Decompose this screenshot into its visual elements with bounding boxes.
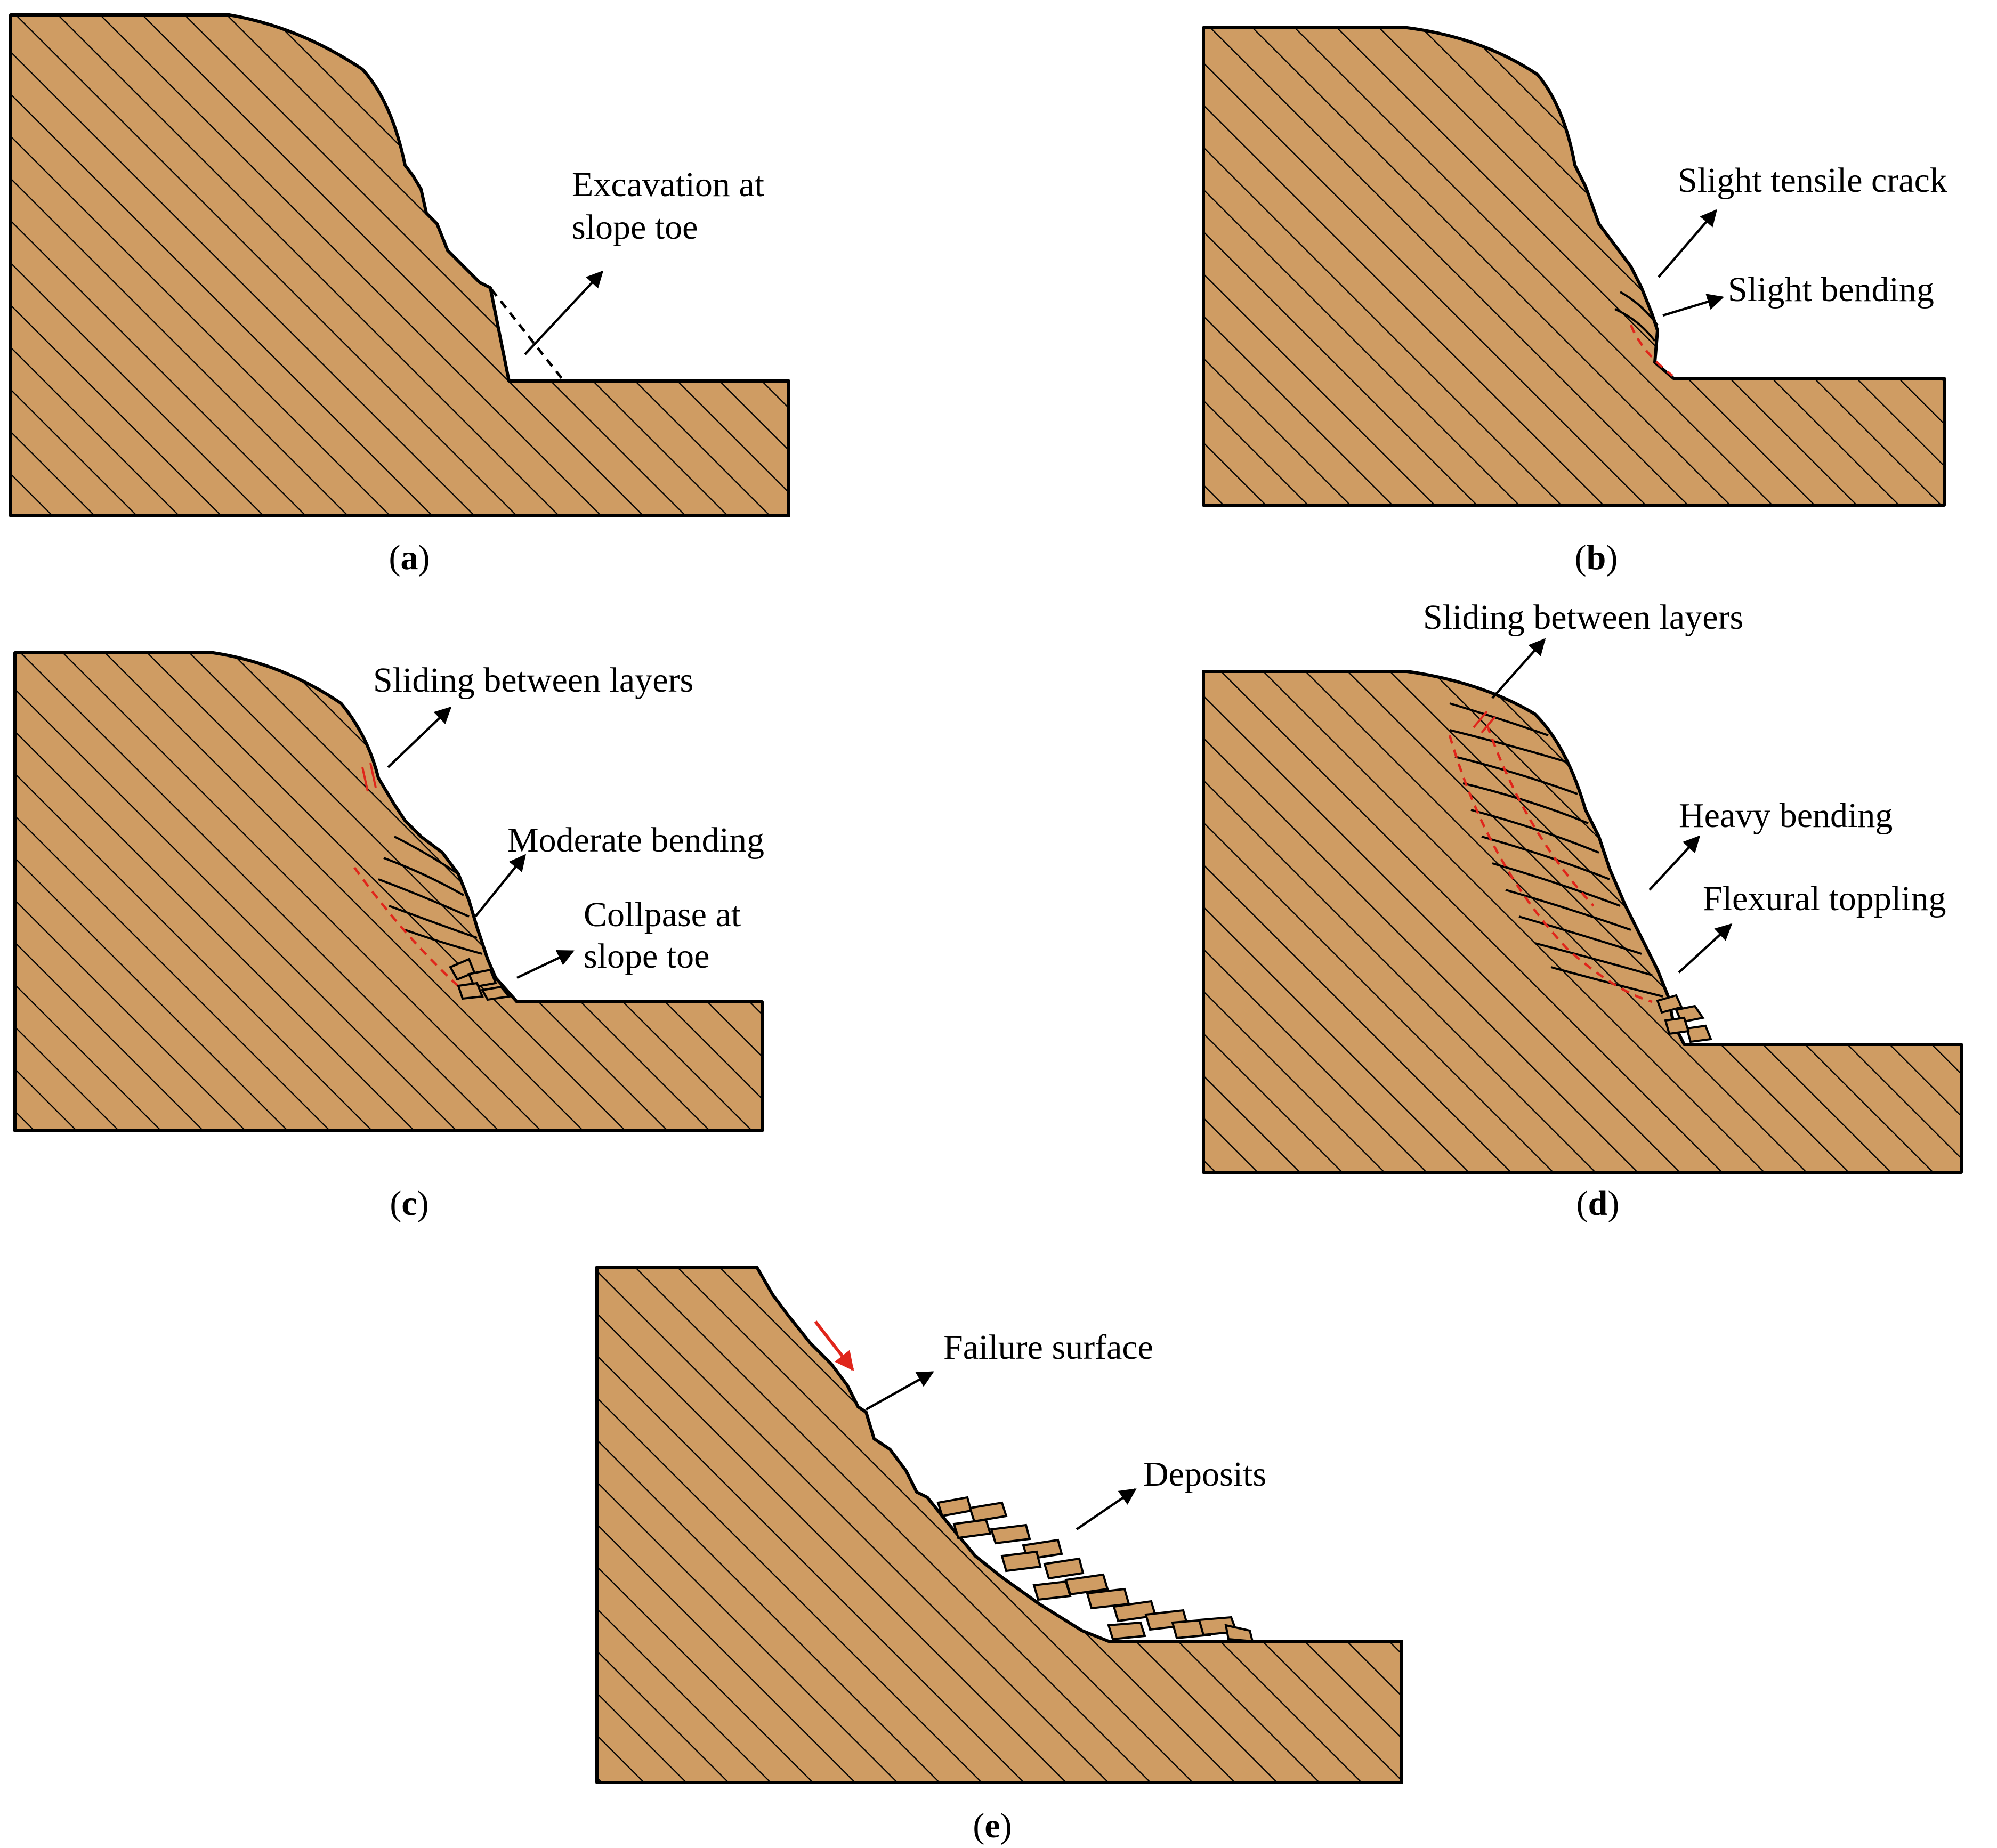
slope-body <box>13 651 764 1132</box>
failure-surface-arrow <box>865 1371 934 1411</box>
sliding-arrow <box>387 706 452 768</box>
collapse-arrow <box>516 950 575 979</box>
bending-arrow <box>474 854 526 918</box>
red-dashed-line <box>353 866 465 992</box>
sliding-marks <box>361 763 377 792</box>
sliding-label: Sliding between layers <box>1423 598 1743 637</box>
excavation-arrow <box>524 270 604 355</box>
red-dashed-line-1 <box>1448 735 1653 1003</box>
tensile-crack-label: Slight tensile crack <box>1678 161 1947 200</box>
crack-line <box>1629 325 1673 377</box>
sliding-marks <box>1473 710 1496 734</box>
bending-arrow <box>1648 835 1701 891</box>
bending-label: Slight bending <box>1728 270 1934 309</box>
bend-lines <box>1614 291 1659 342</box>
caption-c: (c) <box>390 1184 428 1223</box>
collapse-label: Collpase at slope toe <box>584 895 750 976</box>
panel-a: Excavation at slope toe (a) <box>9 13 790 577</box>
sliding-arrow <box>1491 638 1546 699</box>
failure-surface-label: Failure surface <box>943 1328 1153 1367</box>
caption-d: (d) <box>1576 1184 1620 1223</box>
panel-b: Slight tensile crack Slight bending (b) <box>1202 26 1947 577</box>
excavation-label: Excavation at slope toe <box>572 165 773 247</box>
deposits-label: Deposits <box>1143 1455 1266 1494</box>
bending-arrow <box>1662 294 1725 317</box>
caption-a: (a) <box>389 538 430 577</box>
panel-c: Sliding between layers Moderate bending … <box>13 651 764 1223</box>
bending-label: Moderate bending <box>507 821 764 860</box>
panel-d: Sliding between layers Heavy bending Fle… <box>1202 598 1963 1223</box>
red-dashed-line-2 <box>1485 724 1595 907</box>
slope-body <box>595 1266 1403 1784</box>
caption-b: (b) <box>1575 538 1618 577</box>
deposit-rocks <box>936 1496 1254 1643</box>
slope-body <box>1202 26 1946 507</box>
caption-e: (e) <box>973 1806 1012 1845</box>
excavation-line <box>490 288 565 382</box>
slope-body <box>9 13 790 517</box>
toppling-label: Flexural toppling <box>1703 879 1946 918</box>
slope-body <box>1202 670 1963 1174</box>
tensile-crack-arrow <box>1658 209 1718 278</box>
collapse-rocks <box>449 958 511 1001</box>
deposits-arrow <box>1076 1488 1137 1530</box>
bend-lines <box>1449 702 1663 998</box>
failure-direction-arrow <box>814 1320 854 1371</box>
toppling-rocks <box>1656 994 1712 1043</box>
heavy-bending-label: Heavy bending <box>1679 796 1893 835</box>
toppling-arrow <box>1678 923 1733 974</box>
panel-e: Failure surface Deposits (e) <box>595 1266 1403 1845</box>
bend-lines <box>378 836 483 955</box>
sliding-label: Sliding between layers <box>373 661 693 700</box>
